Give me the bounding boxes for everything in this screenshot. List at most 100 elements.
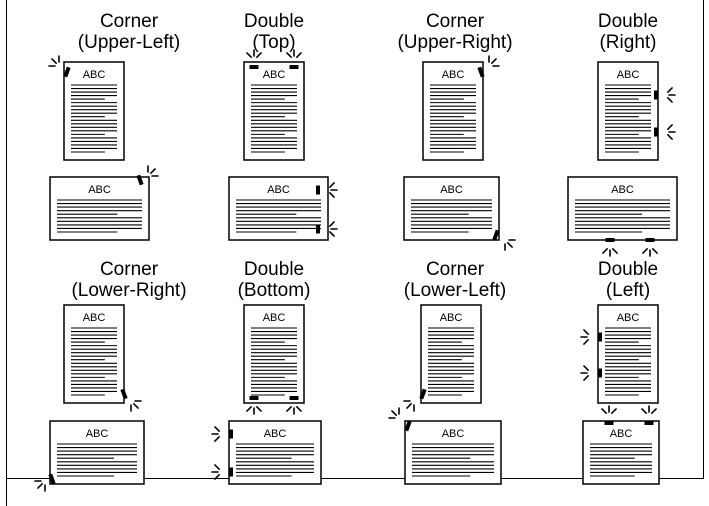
paper-outline: [567, 176, 678, 241]
paper-label: ABC: [442, 428, 465, 440]
paper-label: ABC: [617, 69, 640, 81]
title-line-1: Double: [243, 259, 305, 280]
paper-outline: [63, 304, 125, 404]
indicator-stroke: [150, 168, 156, 174]
staple-indicator-icon: [602, 248, 618, 257]
group-title-corner-upper-left: Corner (Upper-Left): [44, 11, 214, 53]
indicator-stroke: [214, 464, 220, 470]
title-line-1: Double: [243, 11, 305, 32]
indicator-stroke: [642, 248, 648, 254]
staple-mark: [654, 90, 658, 100]
staple-mark: [120, 388, 128, 400]
landscape-page-corner-upper-left: ABC: [49, 176, 150, 241]
paper-outline: [243, 61, 305, 161]
indicator-stroke: [37, 483, 43, 489]
indicator-stroke: [611, 408, 617, 414]
indicator-stroke: [214, 436, 220, 442]
group-title-double-left: Double (Left): [543, 259, 709, 301]
paper-label: ABC: [86, 428, 109, 440]
staple-indicator-icon: [388, 407, 400, 419]
group-title-corner-upper-right: Corner (Upper-Right): [370, 11, 540, 53]
paper-label: ABC: [610, 428, 633, 440]
paper-outline: [63, 61, 125, 161]
indicator-stroke: [329, 182, 335, 188]
paper-outline: [228, 176, 329, 241]
staple-mark: [404, 420, 412, 432]
indicator-stroke: [491, 58, 497, 64]
portrait-page-double-bottom: ABC: [243, 304, 305, 404]
portrait-page-double-left: ABC: [597, 304, 659, 404]
title-line-2: (Upper-Right): [397, 32, 513, 53]
paper-label: ABC: [83, 69, 106, 81]
staple-indicator-icon: [211, 464, 220, 480]
paper-outline: [243, 304, 305, 404]
indicator-stroke: [296, 406, 302, 412]
indicator-stroke: [583, 365, 589, 371]
staple-indicator-icon: [286, 406, 302, 415]
paper-label: ABC: [440, 184, 463, 196]
title-line-2: (Top): [252, 32, 296, 53]
portrait-page-corner-upper-right: ABC: [422, 61, 484, 161]
paper-label: ABC: [83, 312, 106, 324]
group-title-double-right: Double (Right): [543, 11, 709, 53]
indicator-stroke: [286, 406, 292, 412]
indicator-stroke: [583, 339, 589, 345]
landscape-page-double-right: ABC: [567, 176, 678, 241]
group-title-double-top: Double (Top): [189, 11, 359, 53]
staple-mark: [605, 238, 615, 242]
indicator-stroke: [667, 124, 673, 130]
staple-mark: [598, 332, 602, 342]
paper-outline: [228, 420, 322, 485]
indicator-stroke: [256, 52, 262, 58]
staple-mark: [249, 396, 259, 400]
staple-mark: [598, 368, 602, 378]
landscape-page-double-top: ABC: [228, 176, 329, 241]
landscape-page-double-left: ABC: [582, 420, 660, 485]
title-line-1: Corner: [99, 259, 159, 280]
staple-mark: [492, 229, 500, 241]
indicator-stroke: [133, 403, 139, 409]
staple-indicator-icon: [667, 124, 676, 140]
title-line-2: (Upper-Left): [77, 32, 181, 53]
title-line-2: (Lower-Left): [403, 280, 507, 301]
paper-outline: [49, 176, 150, 241]
staple-indicator-icon: [580, 329, 589, 345]
indicator-stroke: [652, 248, 658, 254]
indicator-stroke: [391, 410, 397, 416]
staple-indicator-icon: [504, 239, 516, 251]
title-line-2: (Right): [599, 32, 657, 53]
paper-outline: [422, 61, 484, 161]
indicator-stroke: [651, 408, 657, 414]
staple-mark: [63, 66, 71, 78]
staple-indicator-icon: [286, 49, 302, 58]
indicator-stroke: [214, 474, 220, 480]
title-line-1: Corner: [425, 259, 485, 280]
staple-mark: [229, 467, 233, 477]
indicator-stroke: [329, 192, 335, 198]
indicator-stroke: [641, 408, 647, 414]
staple-mark: [604, 421, 614, 425]
staple-mark: [419, 388, 427, 400]
staple-mark: [654, 127, 658, 137]
paper-outline: [597, 61, 659, 161]
title-line-2: (Lower-Right): [71, 280, 187, 301]
paper-label: ABC: [440, 312, 463, 324]
indicator-stroke: [612, 248, 618, 254]
frame-border: [6, 0, 704, 479]
title-line-1: Corner: [425, 11, 485, 32]
staple-mark: [289, 396, 299, 400]
title-line-1: Corner: [99, 11, 159, 32]
group-title-corner-lower-right: Corner (Lower-Right): [44, 259, 214, 301]
indicator-stroke: [329, 221, 335, 227]
portrait-page-corner-upper-left: ABC: [63, 61, 125, 161]
indicator-stroke: [214, 426, 220, 432]
indicator-stroke: [667, 87, 673, 93]
staple-mark: [136, 174, 144, 186]
landscape-page-corner-upper-right: ABC: [403, 176, 500, 241]
indicator-stroke: [602, 248, 608, 254]
indicator-stroke: [667, 134, 673, 140]
staple-indicator-icon: [329, 182, 338, 198]
paper-outline: [582, 420, 660, 485]
